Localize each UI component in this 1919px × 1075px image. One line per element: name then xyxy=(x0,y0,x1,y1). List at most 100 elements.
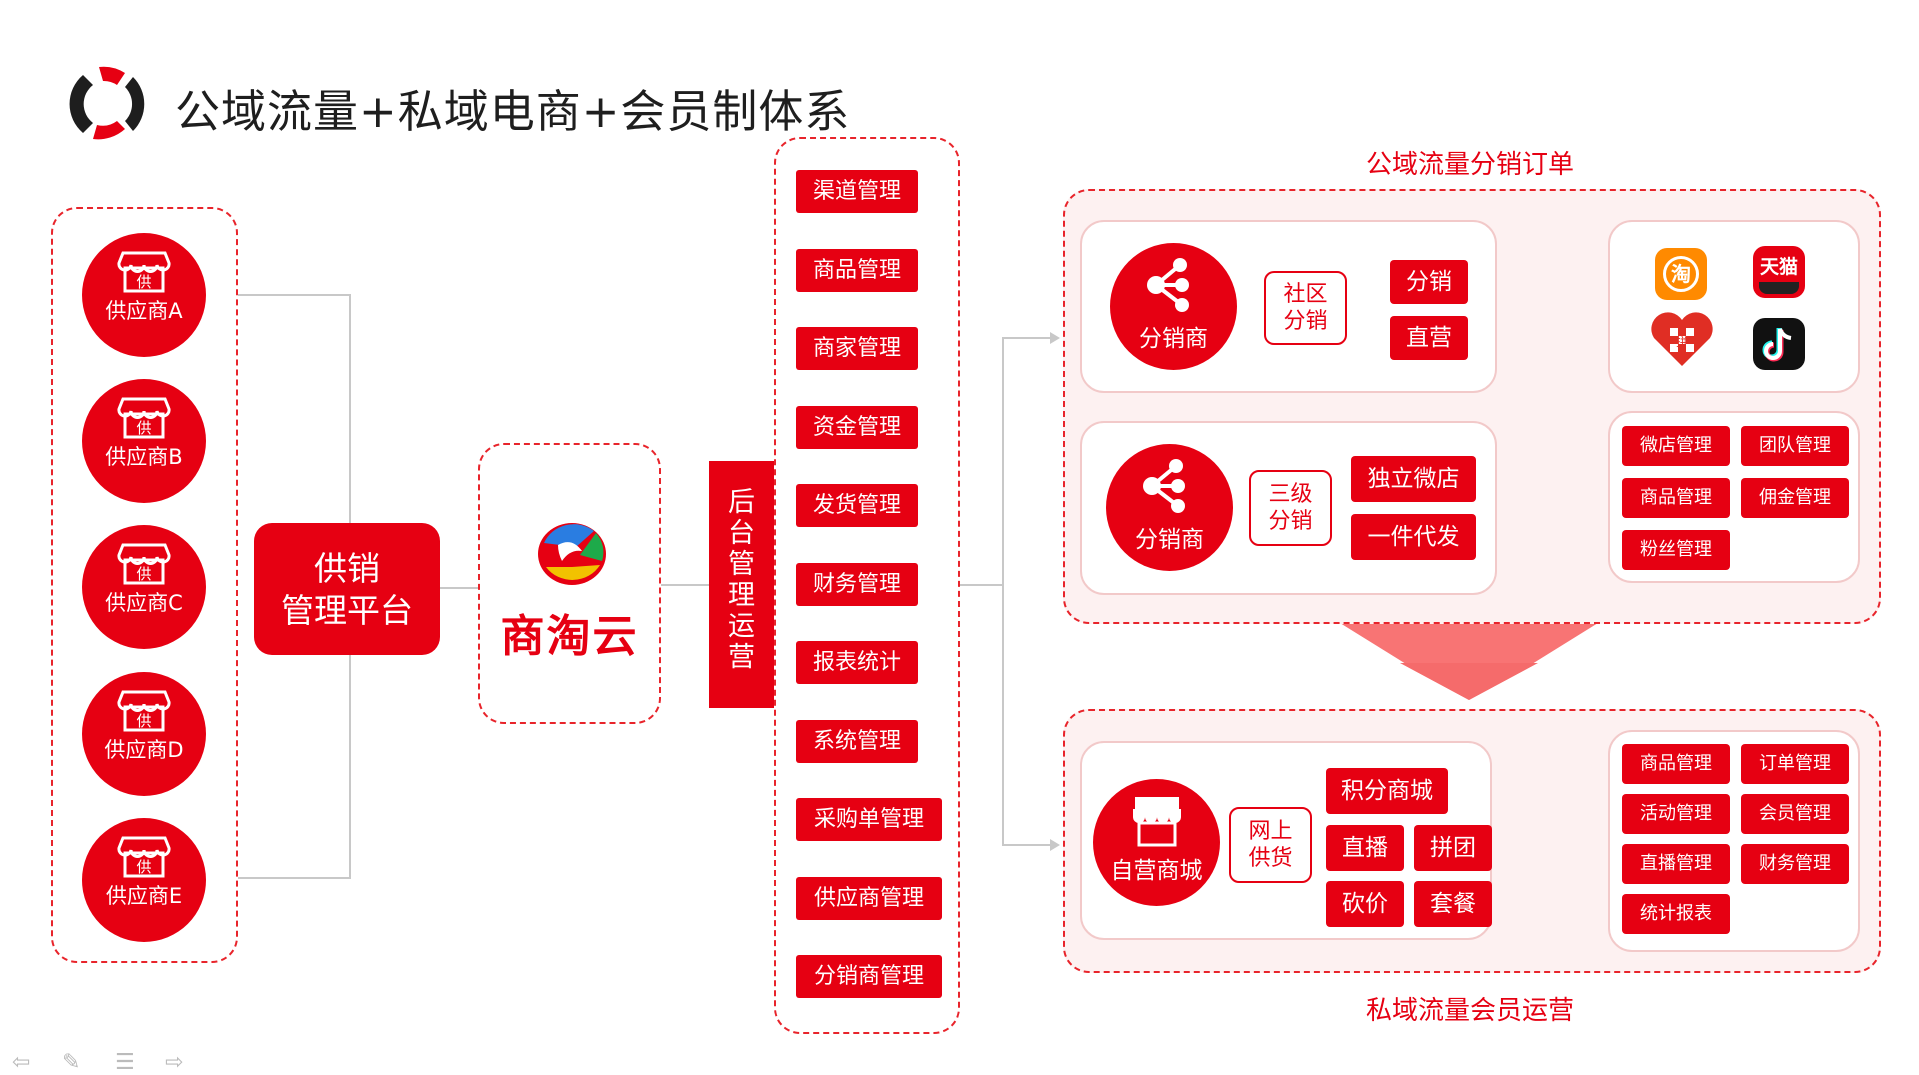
community-tag: 社区 分销 xyxy=(1264,271,1347,345)
supplier-icon-char: 供 xyxy=(136,419,151,437)
distributor-label-1: 分销商 xyxy=(1139,326,1208,352)
prev-slide-icon[interactable]: ⇦ xyxy=(12,1050,31,1075)
points-mall-button[interactable]: 积分商城 xyxy=(1326,768,1448,814)
mgmt-item[interactable]: 统计报表 xyxy=(1622,894,1730,934)
mgmt-item[interactable]: 佣金管理 xyxy=(1741,478,1849,518)
tag-line: 三级 xyxy=(1268,482,1313,507)
douyin-icon xyxy=(1753,318,1805,370)
mgmt-item[interactable]: 活动管理 xyxy=(1622,794,1730,834)
menu-item[interactable]: 财务管理 xyxy=(796,562,918,606)
pen-icon[interactable]: ✎ xyxy=(62,1050,81,1075)
three-level-tag: 三级 分销 xyxy=(1249,470,1332,546)
public-section-label: 公域流量分销订单 xyxy=(1365,150,1574,180)
supplier-label: 供应商C xyxy=(105,591,183,615)
supplier-circle: 供供应商E xyxy=(82,818,206,942)
supplier-circle: 供供应商B xyxy=(82,379,206,503)
store-label: 自营商城 xyxy=(1110,858,1203,884)
menu-item[interactable]: 系统管理 xyxy=(796,719,918,763)
group-buy-button[interactable]: 拼团 xyxy=(1414,825,1492,871)
backend-label-char: 后 xyxy=(728,487,755,518)
direct-sale-button[interactable]: 直营 xyxy=(1390,316,1468,360)
tag-line: 分销 xyxy=(1283,309,1328,334)
store-awning-icon: 供 xyxy=(117,251,171,293)
store-awning-icon: 供 xyxy=(117,690,171,732)
menu-item[interactable]: 发货管理 xyxy=(796,484,918,527)
tag-line: 供货 xyxy=(1248,846,1293,871)
mgmt-item[interactable]: 财务管理 xyxy=(1741,844,1849,884)
pinduoduo-char: 拼 xyxy=(1676,335,1688,349)
supply-platform: 供销 管理平台 xyxy=(254,523,440,655)
taobao-char: 淘 xyxy=(1663,256,1699,292)
menu-item[interactable]: 资金管理 xyxy=(796,405,918,449)
backend-menu: 渠道管理商品管理商家管理资金管理发货管理财务管理报表统计系统管理采购单管理供应商… xyxy=(774,137,960,1034)
menu-item[interactable]: 渠道管理 xyxy=(796,170,918,213)
supplier-icon-char: 供 xyxy=(136,712,151,730)
mgmt-item[interactable]: 微店管理 xyxy=(1622,426,1730,466)
distribution-button[interactable]: 分销 xyxy=(1390,260,1468,304)
mgmt-item[interactable]: 团队管理 xyxy=(1741,426,1849,466)
brand-box: 商淘云 xyxy=(478,443,661,724)
mgmt-item[interactable]: 会员管理 xyxy=(1741,794,1849,834)
online-supply-tag: 网上 供货 xyxy=(1229,807,1312,883)
live-button[interactable]: 直播 xyxy=(1326,825,1404,871)
distributor-panel-1: 分销商 社区 分销 分销 直营 xyxy=(1080,220,1497,393)
supplier-label: 供应商E xyxy=(105,884,183,908)
private-section-label: 私域流量会员运营 xyxy=(1365,996,1574,1026)
music-note-icon xyxy=(1762,328,1792,362)
next-slide-icon[interactable]: ⇨ xyxy=(165,1050,184,1075)
micro-store-button[interactable]: 独立微店 xyxy=(1351,456,1476,502)
supplier-circle: 供供应商A xyxy=(82,233,206,357)
platform-line1: 供销 xyxy=(314,549,380,588)
tmall-label: 天猫 xyxy=(1759,256,1798,278)
backend-ops-label: 后台管理运营 xyxy=(709,461,774,708)
package-button[interactable]: 套餐 xyxy=(1414,881,1492,927)
platform-line2: 管理平台 xyxy=(281,591,413,630)
supplier-label: 供应商D xyxy=(104,738,184,762)
shop-icon xyxy=(1132,797,1181,847)
mgmt-item[interactable]: 订单管理 xyxy=(1741,744,1849,784)
menu-item[interactable]: 商家管理 xyxy=(796,327,918,370)
store-panel: 自营商城 网上 供货 积分商城 直播 拼团 砍价 套餐 xyxy=(1080,741,1492,940)
store-awning-icon: 供 xyxy=(117,397,171,439)
tag-line: 社区 xyxy=(1283,282,1328,307)
backend-label-char: 台 xyxy=(728,518,755,549)
distributor-label-2: 分销商 xyxy=(1135,527,1204,553)
platforms-panel: 淘 天猫 拼 xyxy=(1608,220,1860,393)
store-awning-icon: 供 xyxy=(117,836,171,878)
distributor-circle-1: 分销商 xyxy=(1110,243,1237,370)
menu-icon[interactable]: ☰ xyxy=(115,1050,135,1075)
menu-item[interactable]: 分销商管理 xyxy=(796,955,942,998)
store-awning-icon: 供 xyxy=(117,543,171,585)
pinduoduo-icon: 拼 xyxy=(1651,312,1713,366)
distributor-mgmt-panel: 微店管理团队管理商品管理佣金管理粉丝管理 xyxy=(1608,411,1860,583)
flow-down-arrow xyxy=(1340,623,1598,700)
tag-line: 分销 xyxy=(1268,509,1313,534)
taobao-icon: 淘 xyxy=(1655,248,1707,300)
supplier-circle: 供供应商C xyxy=(82,525,206,649)
supplier-icon-char: 供 xyxy=(136,858,151,876)
supplier-icon-char: 供 xyxy=(136,565,151,583)
mgmt-item[interactable]: 商品管理 xyxy=(1622,478,1730,518)
menu-item[interactable]: 商品管理 xyxy=(796,248,918,292)
store-circle: 自营商城 xyxy=(1093,779,1220,906)
mgmt-item[interactable]: 直播管理 xyxy=(1622,844,1730,884)
distributor-circle-2: 分销商 xyxy=(1106,444,1233,571)
menu-item[interactable]: 报表统计 xyxy=(796,641,918,684)
supplier-label: 供应商B xyxy=(105,445,183,469)
mgmt-item[interactable]: 粉丝管理 xyxy=(1622,530,1730,570)
backend-label-char: 营 xyxy=(728,642,755,673)
mgmt-item[interactable]: 商品管理 xyxy=(1622,744,1730,784)
supplier-icon-char: 供 xyxy=(136,273,151,291)
share-network-icon xyxy=(1146,258,1189,312)
bargain-button[interactable]: 砍价 xyxy=(1326,881,1404,927)
distributor-panel-2: 分销商 三级 分销 独立微店 一件代发 xyxy=(1080,421,1497,595)
menu-item[interactable]: 采购单管理 xyxy=(796,798,942,841)
suppliers-group xyxy=(51,207,238,963)
tag-line: 网上 xyxy=(1248,819,1293,844)
dropship-button[interactable]: 一件代发 xyxy=(1351,514,1476,560)
supplier-label: 供应商A xyxy=(105,299,183,323)
backend-label-char: 理 xyxy=(728,580,755,611)
menu-item[interactable]: 供应商管理 xyxy=(796,876,942,920)
share-network-icon xyxy=(1142,459,1185,513)
